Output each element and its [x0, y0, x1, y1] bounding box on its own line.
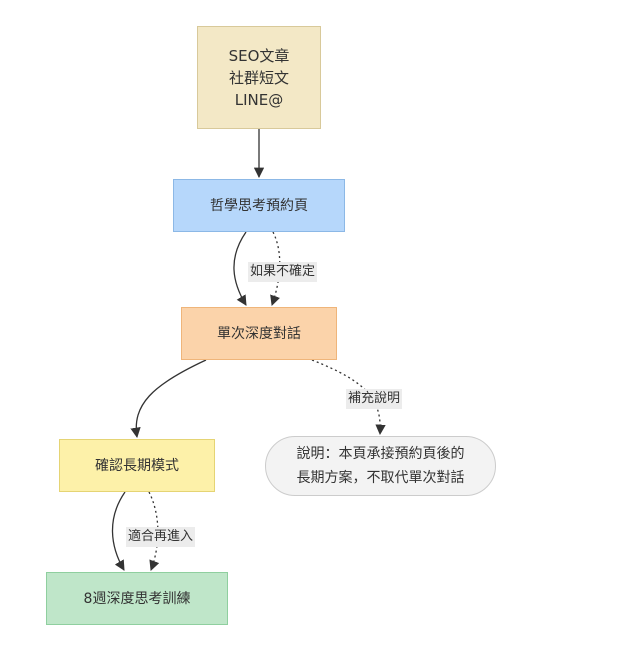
node-booking-page: 哲學思考預約頁	[173, 179, 345, 232]
edge-booking-to-single-uncertain	[270, 231, 281, 306]
node-confirm-long-term: 確認長期模式	[59, 439, 215, 492]
edge-confirm-to-training	[111, 491, 126, 571]
node-training-label: 8週深度思考訓練	[83, 590, 191, 607]
node-source-line-3: LINE@	[234, 90, 284, 109]
edge-single-to-confirm	[130, 359, 207, 439]
node-source-line-1: SEO文章	[228, 46, 290, 65]
node-booking-label: 哲學思考預約頁	[210, 197, 308, 214]
edge-label-uncertain: 如果不確定	[248, 262, 318, 282]
node-note-line-2: 長期方案，不取代單次對話	[296, 470, 465, 486]
node-note: 說明：本頁承接預約頁後的 長期方案，不取代單次對話	[265, 436, 496, 496]
edge-label-fit: 適合再進入	[126, 527, 196, 547]
node-confirm-label: 確認長期模式	[95, 457, 179, 474]
node-note-line-1: 說明：本頁承接預約頁後的	[296, 446, 465, 462]
edge-label-supplement: 補充說明	[346, 389, 403, 409]
node-source-line-2: 社群短文	[228, 68, 289, 87]
node-8-week-training: 8週深度思考訓練	[46, 572, 228, 625]
node-single-session: 單次深度對話	[181, 307, 337, 360]
edge-booking-to-single	[233, 231, 247, 306]
node-single-label: 單次深度對話	[217, 325, 301, 342]
node-traffic-sources: SEO文章 社群短文 LINE@	[197, 26, 321, 129]
